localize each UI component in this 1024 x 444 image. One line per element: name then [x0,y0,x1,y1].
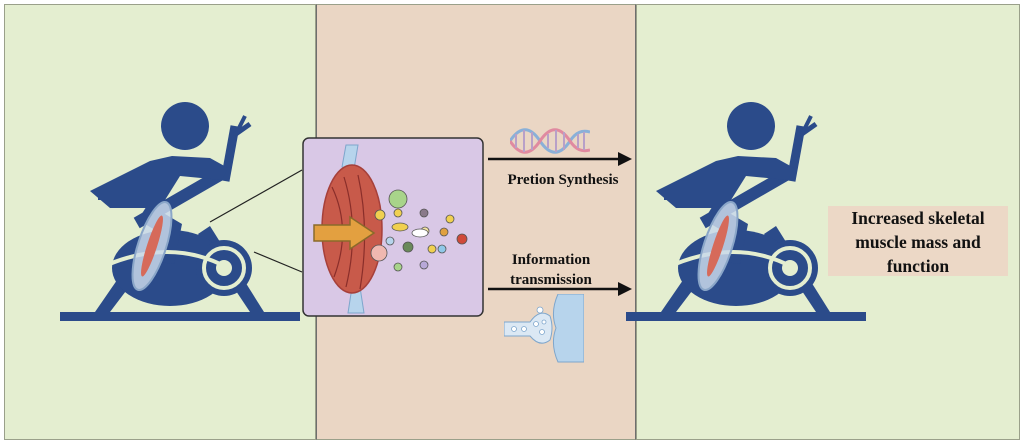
cyclist-on-exercise-bike-icon [60,102,300,321]
result-line-3: function [886,256,950,276]
cyclist-on-exercise-bike-icon [626,102,866,321]
result-line-1: Increased skeletal [851,208,985,228]
information-line-1: Information [511,252,591,268]
dna-helix-icon [510,128,590,154]
information-transmission-label: Information transmission [496,250,606,290]
protein-synthesis-label: Pretion Synthesis [507,172,619,188]
muscle-inset [302,137,484,317]
result-line-2: muscle mass and [855,232,981,252]
result-box [828,206,1008,276]
result-text: Increased skeletal muscle mass and funct… [828,206,1008,278]
information-line-2: transmission [510,272,592,288]
synapse-icon [504,294,584,363]
